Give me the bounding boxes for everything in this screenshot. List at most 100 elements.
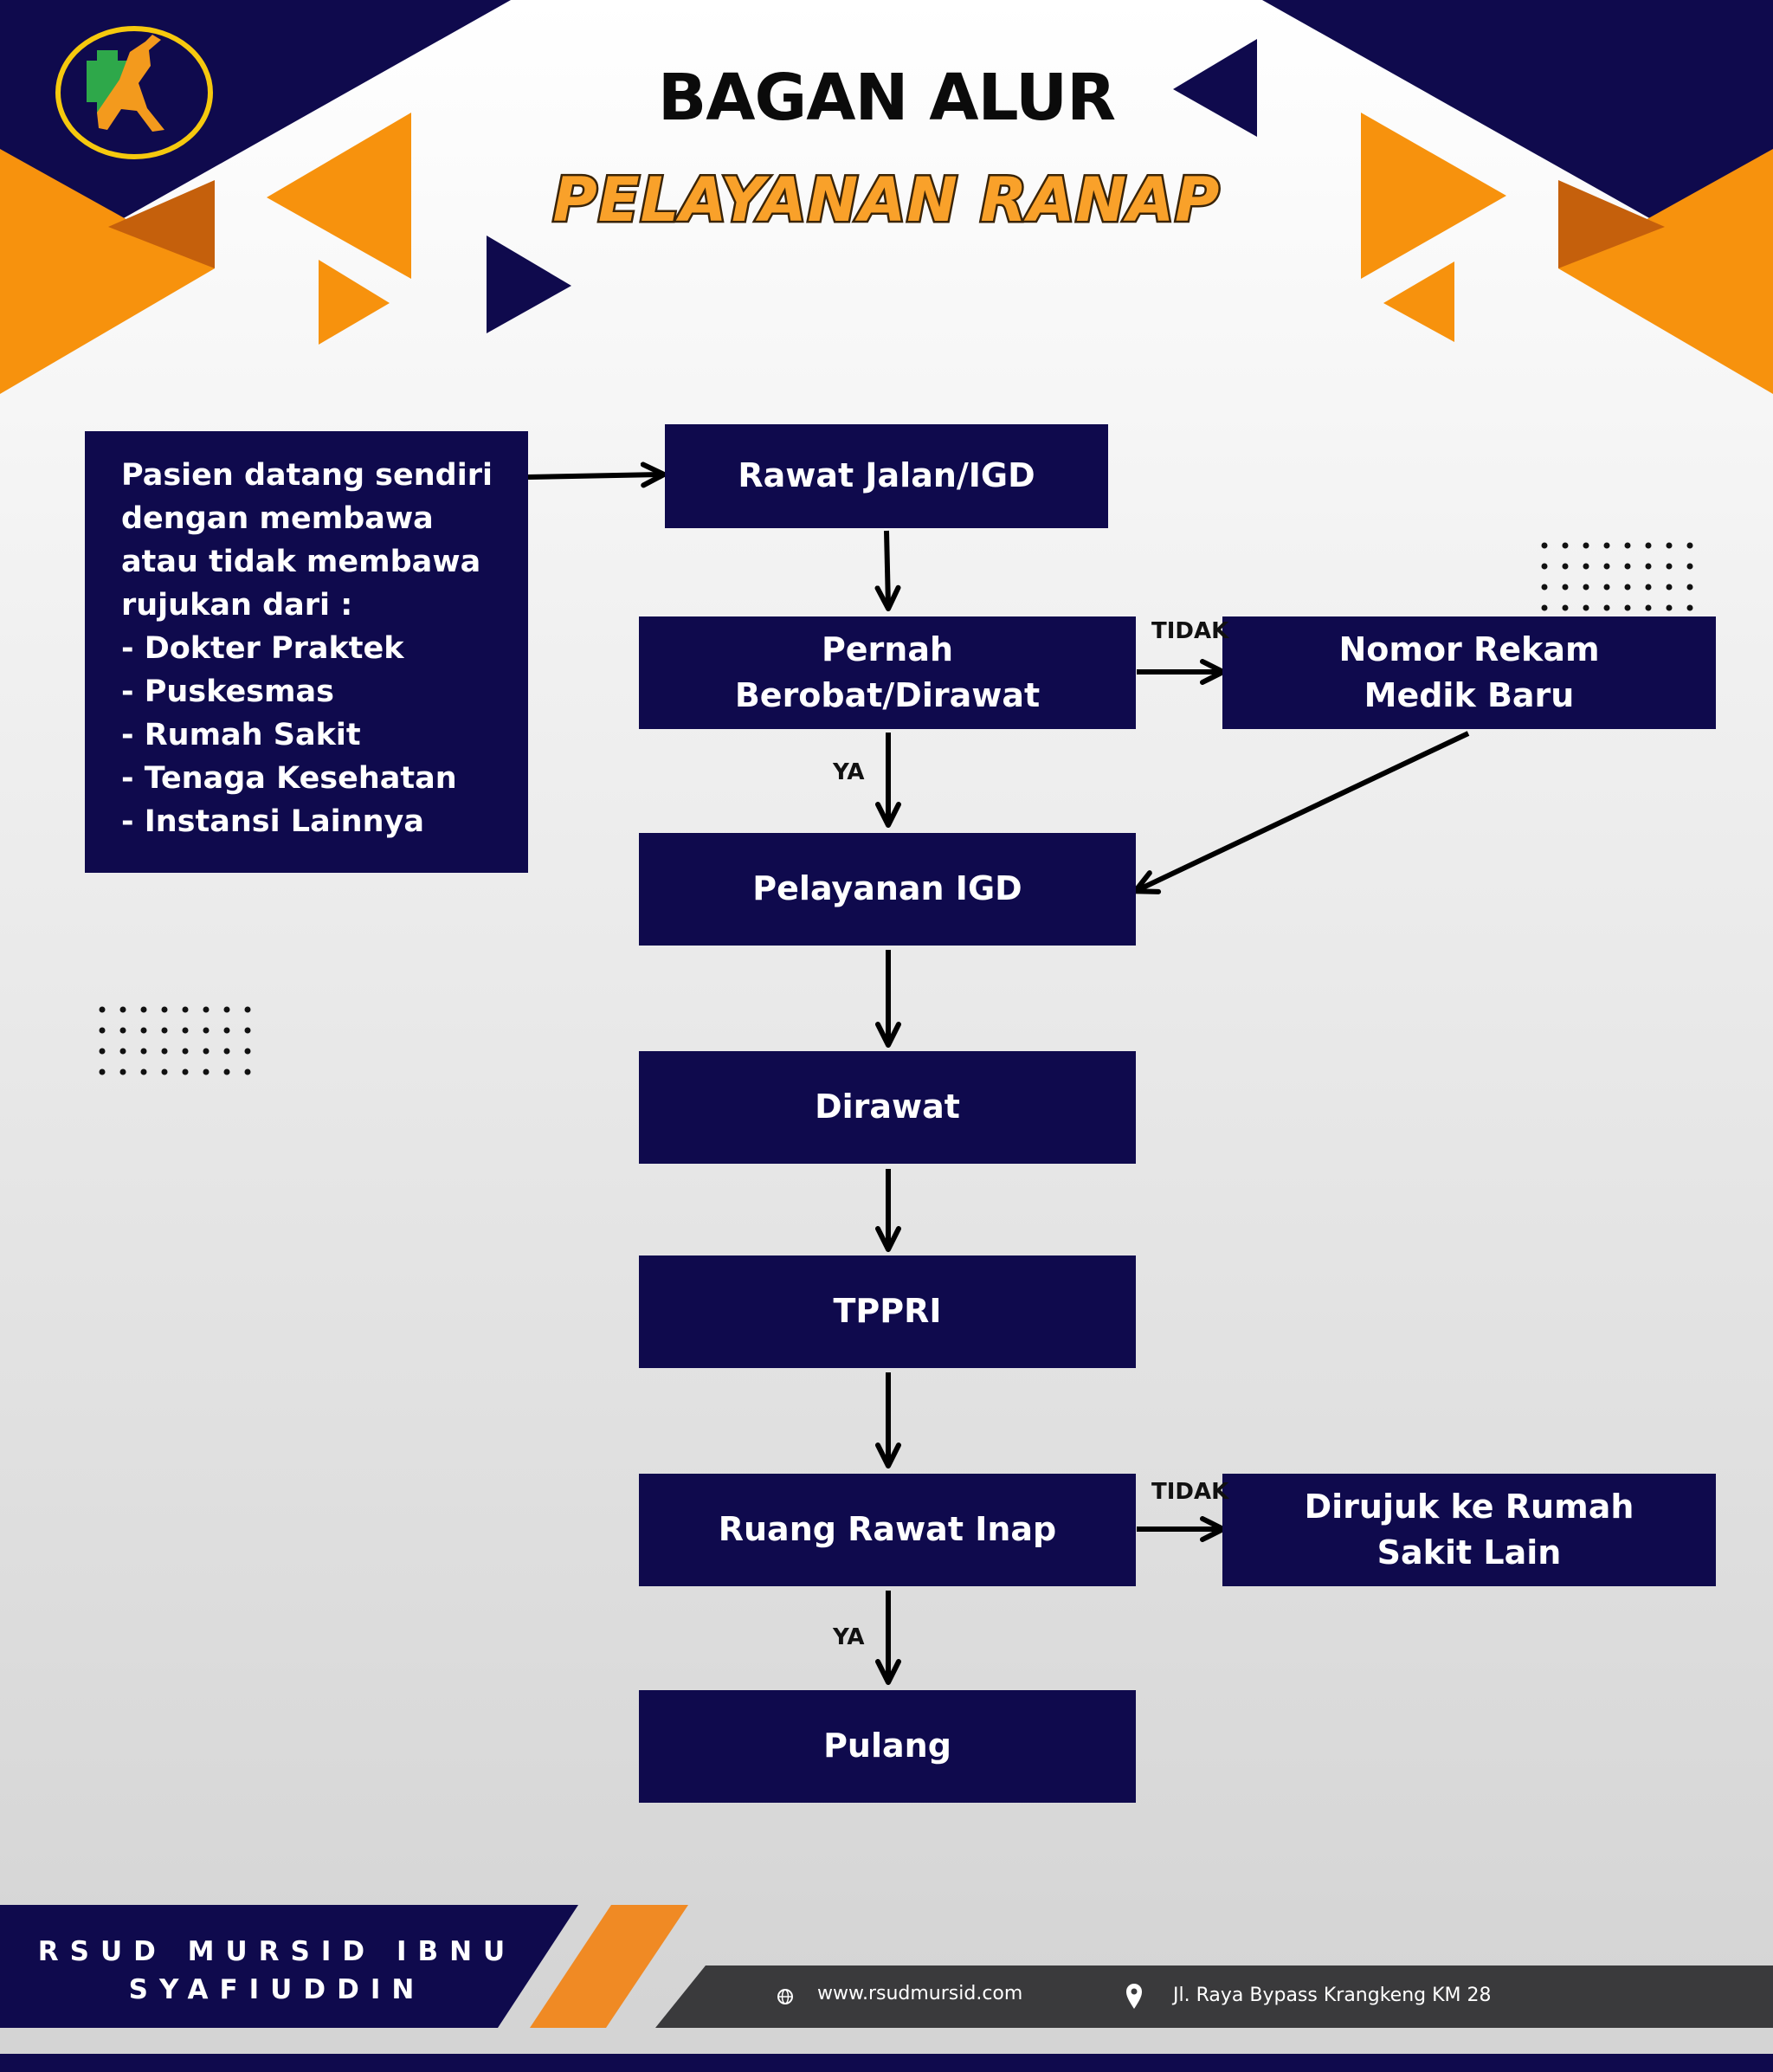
node-pulang: Pulang <box>639 1690 1136 1803</box>
dot <box>182 1048 189 1055</box>
footer-bottom-strip <box>0 2054 1773 2072</box>
node-label: Sakit Lain <box>1376 1533 1562 1572</box>
dot <box>1541 604 1548 611</box>
edge-label-tidak: TIDAK <box>1151 1479 1229 1505</box>
corner-navy-shape <box>1262 0 1773 227</box>
hospital-logo <box>55 26 213 159</box>
dot <box>1603 542 1610 549</box>
intro-line: - Dokter Praktek <box>121 631 404 666</box>
dot <box>161 1068 168 1075</box>
dot <box>1603 604 1610 611</box>
intro-line: - Instansi Lainnya <box>121 804 424 839</box>
corner-orange-shape <box>1558 149 1773 394</box>
node-label: Dirujuk ke Rumah <box>1304 1487 1634 1526</box>
dot <box>161 1027 168 1034</box>
dot <box>1562 584 1569 591</box>
dot <box>1583 604 1589 611</box>
hospital-name-line: SYAFIUDDIN <box>128 1974 426 2005</box>
dot <box>99 1006 106 1013</box>
dot <box>119 1048 126 1055</box>
dot <box>223 1068 230 1075</box>
globe-icon <box>777 1989 793 2004</box>
node-label: Medik Baru <box>1364 676 1575 714</box>
intro-line: dengan membawa <box>121 501 434 536</box>
hospital-name: RSUD MURSID IBNU SYAFIUDDIN <box>0 1933 554 2009</box>
dot <box>203 1006 210 1013</box>
dot <box>140 1068 147 1075</box>
dot <box>244 1027 251 1034</box>
intro-line: - Puskesmas <box>121 675 334 709</box>
dot <box>140 1006 147 1013</box>
connector-arrow <box>1132 731 1470 894</box>
website-link[interactable]: www.rsudmursid.com <box>817 1983 1023 2004</box>
corner-dark-orange-shape <box>1558 180 1665 268</box>
dot <box>119 1068 126 1075</box>
dot <box>1666 563 1673 570</box>
dot <box>161 1048 168 1055</box>
triangle-navy <box>1173 39 1257 137</box>
dot <box>182 1068 189 1075</box>
edge-label-ya: YA <box>833 1624 865 1650</box>
node-label: Pelayanan IGD <box>752 869 1022 908</box>
dot <box>140 1027 147 1034</box>
dot <box>244 1006 251 1013</box>
connector-arrow <box>874 530 901 611</box>
dot <box>1645 604 1652 611</box>
triangle-orange <box>267 113 411 279</box>
footer-navy-band <box>0 1905 578 2028</box>
triangle-orange <box>319 260 390 345</box>
node-rawat-jalan: Rawat Jalan/IGD <box>665 424 1108 528</box>
dot <box>1624 563 1631 570</box>
dot <box>223 1048 230 1055</box>
dot <box>1541 542 1548 549</box>
dot <box>119 1006 126 1013</box>
dot <box>1686 584 1693 591</box>
dot <box>1645 542 1652 549</box>
intro-line: rujukan dari : <box>121 588 353 623</box>
dot <box>140 1048 147 1055</box>
dot <box>1603 563 1610 570</box>
node-tppri: TPPRI <box>639 1255 1136 1368</box>
dot <box>203 1027 210 1034</box>
dot <box>1624 542 1631 549</box>
dot <box>182 1027 189 1034</box>
dot <box>1666 584 1673 591</box>
dot <box>1686 604 1693 611</box>
dot <box>99 1048 106 1055</box>
page-title: BAGAN ALUR <box>657 61 1116 135</box>
dot <box>1583 542 1589 549</box>
edge-label-ya: YA <box>833 759 865 785</box>
node-label: Rawat Jalan/IGD <box>738 456 1035 495</box>
dot <box>182 1006 189 1013</box>
dot <box>1603 584 1610 591</box>
intro-line: - Tenaga Kesehatan <box>121 761 457 796</box>
dot <box>1562 542 1569 549</box>
triangle-orange <box>1361 113 1506 279</box>
intro-box: Pasien datang sendiri dengan membawa ata… <box>85 431 528 873</box>
dot <box>203 1068 210 1075</box>
edge-label-tidak: TIDAK <box>1151 618 1229 644</box>
node-pernah-berobat: Pernah Berobat/Dirawat <box>639 616 1136 729</box>
dot <box>99 1027 106 1034</box>
dot <box>1666 604 1673 611</box>
dot <box>1645 584 1652 591</box>
intro-line: atau tidak membawa <box>121 545 481 579</box>
dot <box>1541 584 1548 591</box>
dot <box>99 1068 106 1075</box>
node-label: Berobat/Dirawat <box>734 676 1041 714</box>
dot <box>1541 563 1548 570</box>
dot <box>1562 604 1569 611</box>
corner-orange-shape <box>0 149 215 394</box>
node-dirujuk: Dirujuk ke Rumah Sakit Lain <box>1222 1474 1716 1586</box>
node-label: Ruang Rawat Inap <box>718 1510 1057 1549</box>
node-dirawat: Dirawat <box>639 1051 1136 1164</box>
node-pelayanan-igd: Pelayanan IGD <box>639 833 1136 946</box>
dot <box>1666 542 1673 549</box>
footer-orange-slash <box>530 1905 688 2028</box>
dot <box>1624 604 1631 611</box>
dot <box>244 1048 251 1055</box>
triangle-orange <box>1383 261 1454 342</box>
node-label: Pulang <box>823 1727 951 1765</box>
dot <box>1686 563 1693 570</box>
